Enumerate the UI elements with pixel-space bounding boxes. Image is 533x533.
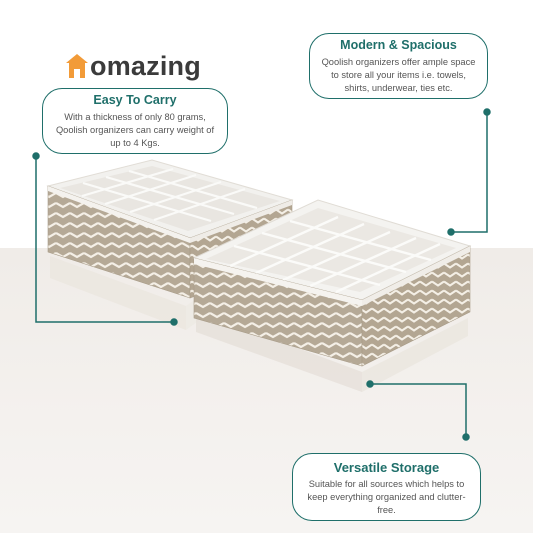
connector-versatile (366, 380, 470, 441)
callout-title: Versatile Storage (333, 460, 440, 475)
callout-modern-spacious: Modern & Spacious Qoolish organizers off… (309, 33, 488, 99)
connector-modern (447, 108, 491, 236)
callout-easy-to-carry: Easy To Carry With a thickness of only 8… (42, 88, 228, 154)
callout-title: Easy To Carry (93, 93, 177, 107)
connector-carry (32, 152, 178, 326)
callout-body: Suitable for all sources which helps to … (307, 479, 466, 515)
callout-body: With a thickness of only 80 grams, Qooli… (55, 112, 215, 148)
brand-name: omazing (90, 51, 201, 81)
organizer-front (192, 199, 472, 392)
callout-versatile-storage: Versatile Storage Suitable for all sourc… (292, 453, 481, 521)
callout-body: Qoolish organizers offer ample space to … (321, 57, 476, 93)
callout-title: Modern & Spacious (340, 38, 457, 52)
house-icon (66, 54, 88, 78)
brand-logo: omazing (66, 50, 201, 82)
